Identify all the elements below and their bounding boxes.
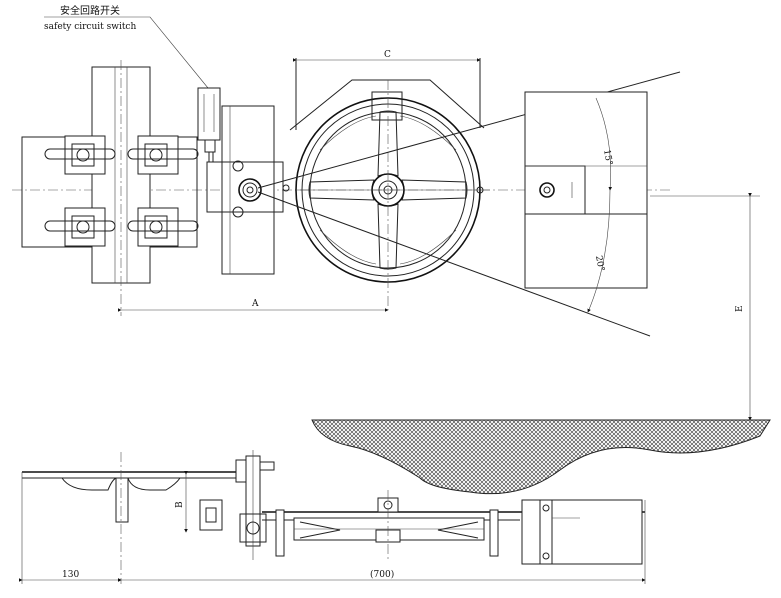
dim-e: E xyxy=(650,193,760,421)
dim-c: C xyxy=(293,50,481,62)
switch-leader-line xyxy=(44,16,209,89)
pit-floor-section xyxy=(311,419,771,495)
dim-130: 130 xyxy=(19,570,122,582)
side-elevation: B xyxy=(21,450,646,584)
tension-sheave xyxy=(289,58,490,310)
rope-line-lower xyxy=(257,191,651,337)
dim-e-label: E xyxy=(735,305,745,312)
clamp-bottom-right xyxy=(127,207,199,247)
rope-line-upper xyxy=(257,71,681,189)
right-block xyxy=(524,91,648,289)
clamp-bottom-left xyxy=(44,207,116,247)
dim-b-label: B xyxy=(175,501,185,508)
dim-700-label: (700) xyxy=(370,569,394,580)
switch-body xyxy=(197,87,221,141)
switch-label-cn: 安全回路开关 xyxy=(60,4,120,17)
frame-plate xyxy=(221,105,275,275)
safety-circuit-switch xyxy=(197,87,221,163)
weight-box xyxy=(524,91,648,289)
dim-c-label: C xyxy=(384,50,391,60)
tension-frame xyxy=(206,105,290,275)
dim-700: (700) xyxy=(118,569,646,582)
angle-label-15: 15° xyxy=(601,149,614,166)
rail-foot xyxy=(115,477,129,523)
clamp-top-left xyxy=(44,135,116,175)
pivot-bearing xyxy=(238,178,262,202)
dim-130-label: 130 xyxy=(62,570,79,580)
sheave-guard xyxy=(289,79,485,131)
switch-label-en: safety circuit switch xyxy=(44,22,136,32)
switch-label-group: 安全回路开关 safety circuit switch xyxy=(44,4,209,89)
clamp-top-right xyxy=(127,135,199,175)
angle-arc-20 xyxy=(587,189,611,313)
angle-arc-15 xyxy=(595,97,613,191)
right-pivot xyxy=(539,182,555,198)
dim-a-label: A xyxy=(251,299,259,309)
weight-box-side xyxy=(521,499,643,565)
left-bracket-assembly xyxy=(21,60,199,316)
dim-a: A xyxy=(118,299,389,312)
angle-label-20: 20° xyxy=(593,255,606,272)
